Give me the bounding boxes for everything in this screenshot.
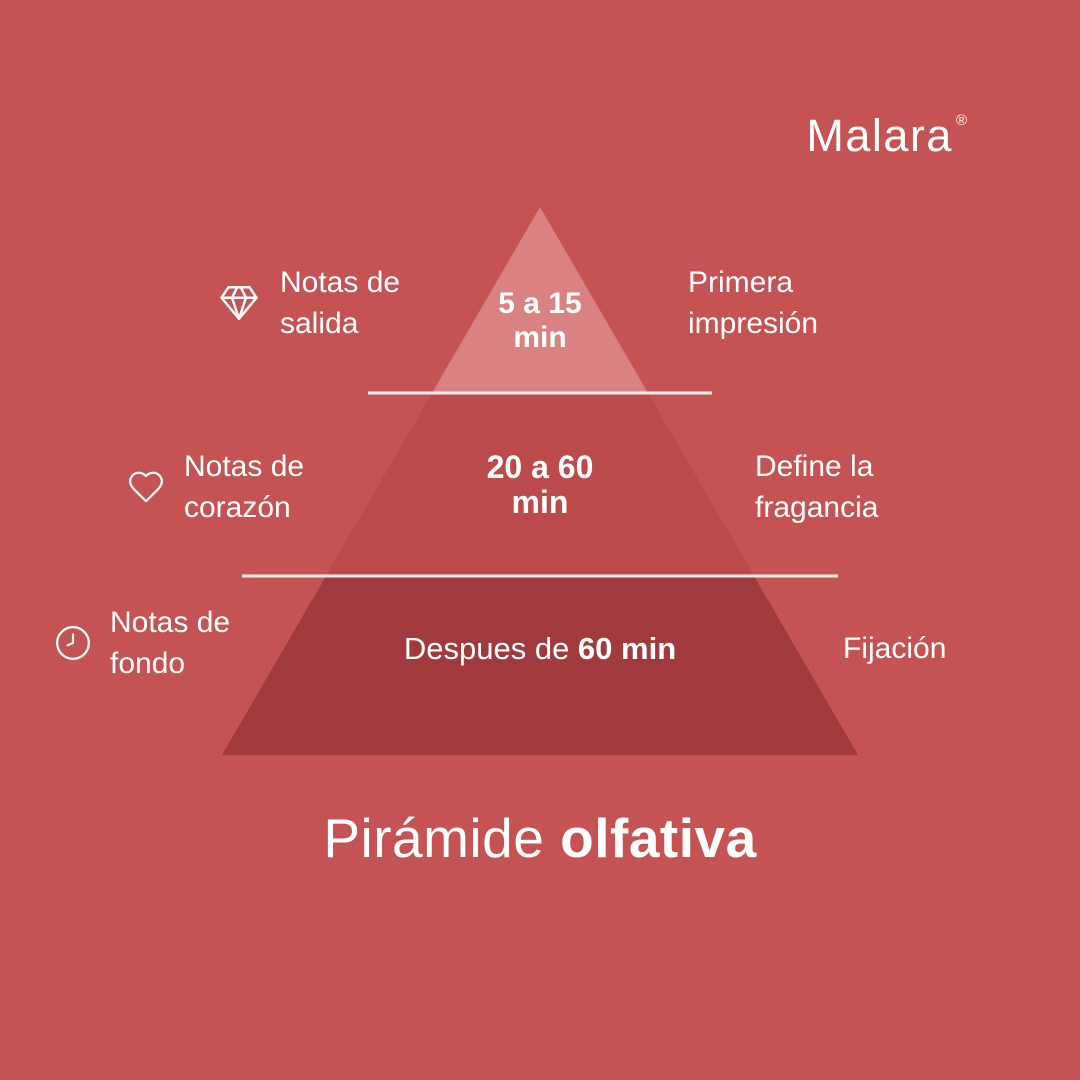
page-title-bold: olfativa <box>560 807 757 869</box>
registered-mark-icon: ® <box>955 112 967 129</box>
heart-icon <box>129 471 163 503</box>
left-label-salida: Notas de salida <box>216 262 400 344</box>
right-label-fijacion: Fijación <box>843 628 946 669</box>
left-label-corazon-line2: corazón <box>184 491 291 524</box>
diamond-icon <box>220 286 258 320</box>
page-title-regular: Pirámide <box>323 807 561 869</box>
right-label-define-line2: fragancia <box>755 491 879 524</box>
pyramid-middle-tier <box>326 393 754 576</box>
right-label-define: Define la fragancia <box>755 446 878 528</box>
brand-name: Malara <box>806 110 953 161</box>
top-tier-duration-value: 5 a 15 <box>498 287 582 320</box>
top-tier-duration-unit: min <box>513 321 567 354</box>
middle-tier-duration: 20 a 60 min <box>410 450 670 520</box>
bottom-tier-duration-value: 60 min <box>577 631 677 666</box>
left-label-corazon-line1: Notas de <box>184 450 305 483</box>
left-label-salida-line1: Notas de <box>280 266 401 299</box>
brand-logo: Malara® <box>806 110 967 162</box>
bottom-tier-duration-prefix: Despues de <box>403 631 578 666</box>
left-label-fondo-text: Notas de fondo <box>110 602 230 684</box>
left-label-corazon-text: Notas de corazón <box>184 446 304 528</box>
left-label-corazon: Notas de corazón <box>126 446 304 528</box>
page-title: Pirámide olfativa <box>0 806 1080 870</box>
pyramid-bottom-tier <box>222 576 858 755</box>
right-label-primera-line1: Primera <box>688 266 794 299</box>
top-tier-duration: 5 a 15 min <box>430 287 650 355</box>
left-label-salida-text: Notas de salida <box>280 262 400 344</box>
right-label-define-line1: Define la <box>755 450 874 483</box>
bottom-tier-duration: Despues de 60 min <box>290 632 790 666</box>
left-label-fondo-line1: Notas de <box>110 606 231 639</box>
left-label-fondo-line2: fondo <box>110 647 186 680</box>
middle-tier-duration-value: 20 a 60 <box>486 449 594 485</box>
pyramid-top-tier <box>432 207 648 393</box>
middle-tier-duration-unit: min <box>511 484 569 520</box>
clock-icon <box>56 626 90 660</box>
left-label-fondo: Notas de fondo <box>54 602 230 684</box>
left-label-salida-line2: salida <box>280 307 359 340</box>
right-label-primera: Primera impresión <box>688 262 818 344</box>
right-label-primera-line2: impresión <box>688 307 819 340</box>
right-label-fijacion-line1: Fijación <box>843 632 947 665</box>
